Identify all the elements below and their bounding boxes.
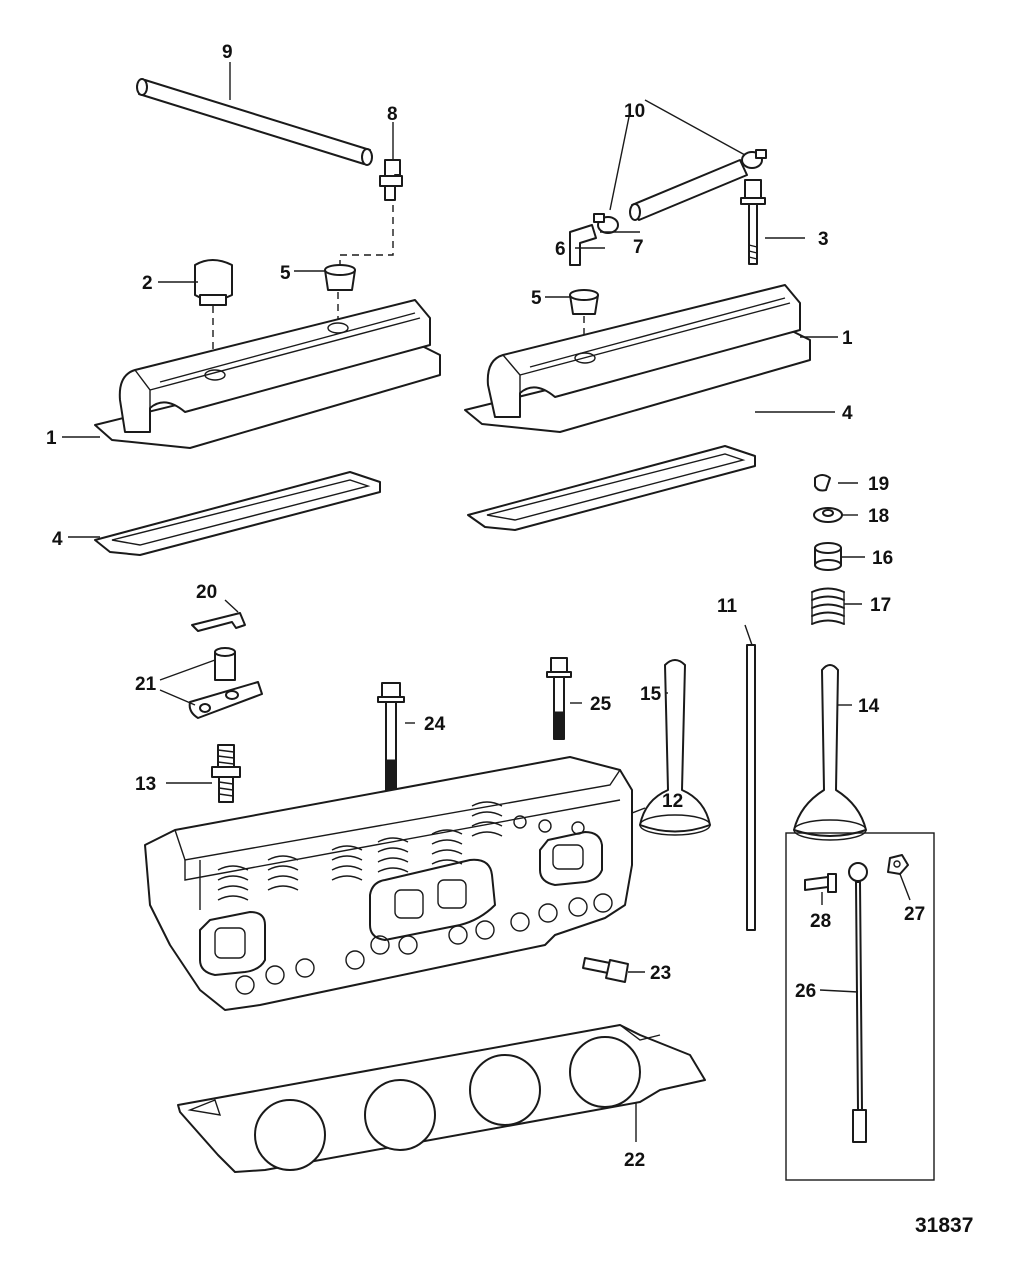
intake-valve-part — [639, 659, 711, 836]
push-rod-part — [746, 644, 756, 931]
callout-5-left: 5 — [280, 263, 291, 284]
grommet-left-part — [324, 264, 356, 291]
exhaust-valve-part — [793, 664, 867, 841]
callout-14: 14 — [858, 696, 880, 717]
callout-16: 16 — [872, 548, 893, 569]
valve-cover-right-part — [464, 284, 811, 433]
callout-18: 18 — [868, 506, 889, 527]
valve-rotator-part — [813, 507, 843, 523]
valve-keeper-part — [814, 474, 831, 492]
grommet-right-part — [569, 289, 599, 315]
valve-cover-gasket-right-part — [467, 445, 756, 531]
hose-part — [629, 159, 748, 221]
callout-7: 7 — [633, 237, 644, 258]
callout-labels: 9 8 10 6 7 3 2 5 5 1 1 4 4 19 18 16 17 2… — [46, 42, 925, 1171]
valve-cover-left-part — [94, 299, 441, 449]
callout-1-left: 1 — [46, 428, 57, 449]
elbow-part — [569, 224, 597, 266]
callout-20: 20 — [196, 582, 217, 603]
callout-4-left: 4 — [52, 529, 63, 550]
callout-10: 10 — [624, 101, 645, 122]
cylinder-head-part — [144, 756, 633, 1011]
cover-bolt-part — [740, 179, 766, 265]
assembly-line-8-5 — [339, 205, 394, 270]
callout-25: 25 — [590, 694, 612, 715]
callout-19: 19 — [868, 474, 889, 495]
hose-clamp-upper — [741, 149, 767, 169]
callout-28: 28 — [810, 911, 831, 932]
callout-21: 21 — [135, 674, 157, 695]
callout-22: 22 — [624, 1150, 645, 1171]
callout-26: 26 — [795, 981, 816, 1002]
oil-fill-cap-part — [194, 259, 233, 306]
callout-12: 12 — [662, 791, 683, 812]
manifold-bolt-part — [582, 957, 629, 983]
valve-spring-part — [811, 587, 845, 625]
callout-4-right: 4 — [842, 403, 853, 424]
head-valve-springs — [217, 801, 503, 901]
breather-tube-part — [136, 78, 373, 166]
head-bolt-long-part — [377, 682, 405, 793]
rocker-guide-part — [191, 612, 246, 632]
knock-sensor-stud-part — [804, 873, 837, 893]
callout-15: 15 — [640, 684, 662, 705]
callout-1-right: 1 — [842, 328, 853, 349]
head-bolt-bosses — [235, 815, 613, 995]
knock-sensor-kit-frame — [785, 832, 935, 1181]
rocker-arm-part — [188, 647, 263, 719]
callout-3: 3 — [818, 229, 829, 250]
callout-6: 6 — [555, 239, 566, 260]
callout-8: 8 — [387, 104, 398, 125]
callout-9: 9 — [222, 42, 233, 63]
valve-cover-gasket-left-part — [94, 471, 381, 556]
head-gasket-part — [177, 1024, 706, 1173]
callout-2: 2 — [142, 273, 153, 294]
elbow-fitting-part — [379, 159, 403, 201]
callout-11: 11 — [717, 596, 738, 617]
callout-17: 17 — [870, 595, 891, 616]
hose-clamp-lower — [593, 213, 619, 234]
head-bolt-short-part — [546, 657, 572, 740]
figure-number: 31837 — [915, 1214, 973, 1237]
callout-24: 24 — [424, 714, 446, 735]
knock-sensor-part — [848, 862, 868, 1143]
valve-seal-part — [814, 542, 842, 571]
callout-23: 23 — [650, 963, 671, 984]
leader-lines — [62, 62, 911, 1142]
callout-27: 27 — [904, 904, 925, 925]
knock-sensor-nut-part — [887, 854, 909, 875]
callout-13: 13 — [135, 774, 156, 795]
callout-5-right: 5 — [531, 288, 542, 309]
rocker-stud-part — [211, 744, 241, 803]
